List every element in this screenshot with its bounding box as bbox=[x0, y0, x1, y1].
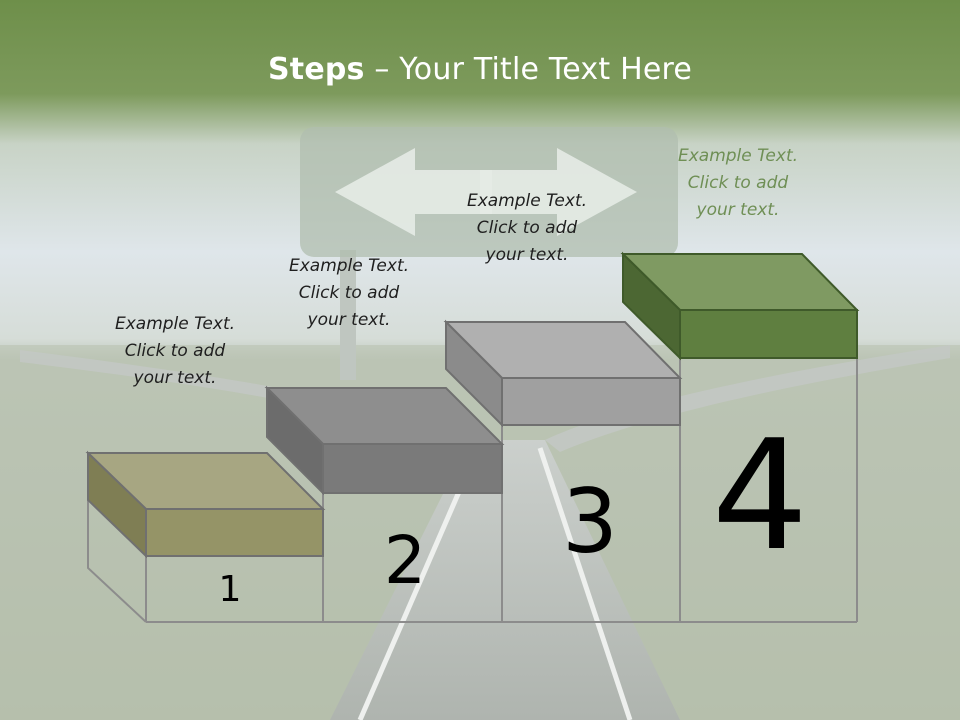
step-caption-2[interactable]: Example Text. Click to add your text. bbox=[254, 253, 444, 334]
step-number-2: 2 bbox=[384, 522, 426, 599]
step-number-3: 3 bbox=[562, 470, 618, 573]
caption-line: Example Text. bbox=[677, 146, 799, 166]
slide-title[interactable]: Steps – Your Title Text Here bbox=[0, 52, 960, 87]
caption-line: Click to add bbox=[687, 173, 789, 193]
step-number-1: 1 bbox=[218, 569, 242, 610]
caption-line: Example Text. bbox=[288, 256, 410, 276]
caption-line: Click to add bbox=[476, 218, 578, 238]
caption-line: Example Text. bbox=[114, 314, 236, 334]
caption-line: your text. bbox=[307, 310, 391, 330]
caption-line: your text. bbox=[133, 368, 217, 388]
step-caption-1[interactable]: Example Text. Click to add your text. bbox=[80, 311, 270, 392]
caption-line: your text. bbox=[485, 245, 569, 265]
step-caption-4[interactable]: Example Text. Click to add your text. bbox=[643, 143, 833, 224]
caption-line: Click to add bbox=[124, 341, 226, 361]
step-block-3 bbox=[443, 319, 683, 428]
step-block-1 bbox=[85, 450, 326, 559]
step-caption-3[interactable]: Example Text. Click to add your text. bbox=[432, 188, 622, 269]
caption-line: Example Text. bbox=[466, 191, 588, 211]
caption-line: Click to add bbox=[298, 283, 400, 303]
title-bold: Steps bbox=[267, 52, 365, 87]
step-block-2 bbox=[264, 385, 505, 496]
step-number-4: 4 bbox=[711, 407, 809, 584]
title-rest: – Your Title Text Here bbox=[364, 52, 693, 87]
step-block-4 bbox=[620, 251, 860, 361]
caption-line: your text. bbox=[696, 200, 780, 220]
